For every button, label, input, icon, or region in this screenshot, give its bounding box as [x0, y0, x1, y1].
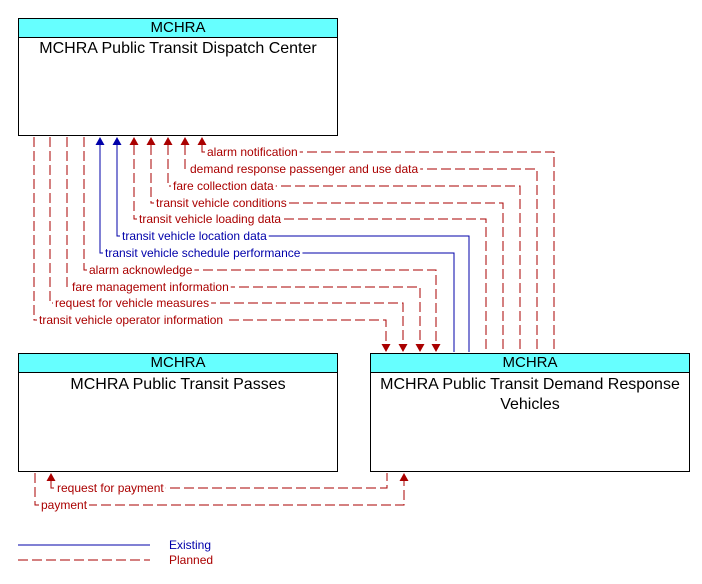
- flow-line: [49, 137, 404, 344]
- flow-line: [133, 145, 487, 352]
- arrow-head: [197, 137, 207, 145]
- flow-request-for-vehicle-measures: request for vehicle measures: [49, 137, 408, 352]
- flow-label-bg: [103, 246, 303, 259]
- flow-line: [201, 145, 555, 352]
- arrow-head: [399, 473, 409, 481]
- demand-response-vehicles-header: MCHRA: [371, 354, 689, 373]
- flow-payment: payment: [34, 473, 409, 512]
- flow-label-bg: [87, 263, 195, 276]
- flow-label-bg: [120, 229, 269, 242]
- flow-line: [66, 137, 421, 344]
- legend-existing-label: Existing: [169, 538, 212, 552]
- flow-alarm-notification: alarm notification: [197, 137, 555, 352]
- flow-label: request for payment: [57, 481, 164, 495]
- flow-label-bg: [205, 145, 300, 158]
- flow-fare-management-information: fare management information: [66, 137, 425, 352]
- flow-lines: alarm notification demand response passen…: [33, 137, 555, 512]
- arrow-head: [381, 344, 391, 352]
- flow-label-bg: [55, 481, 166, 494]
- flow-label-bg: [70, 280, 231, 293]
- flow-fare-collection-data: fare collection data: [163, 137, 521, 352]
- legend-planned-label: Planned: [169, 553, 214, 567]
- flow-label: alarm notification: [207, 145, 298, 159]
- dispatch-center-box: MCHRA MCHRA Public Transit Dispatch Cent…: [18, 18, 338, 136]
- flow-alarm-acknowledge: alarm acknowledge: [83, 137, 441, 352]
- arrow-head: [415, 344, 425, 352]
- flow-label-bg: [171, 179, 276, 192]
- arrow-head: [431, 344, 441, 352]
- flow-label: transit vehicle schedule performance: [105, 246, 301, 260]
- arrow-head: [95, 137, 105, 145]
- arrow-head: [129, 137, 139, 145]
- flow-label-bg: [154, 196, 289, 209]
- demand-response-vehicles-box: MCHRA MCHRA Public Transit Demand Respon…: [370, 353, 690, 472]
- legend: [18, 544, 150, 561]
- flow-label: alarm acknowledge: [89, 263, 193, 277]
- flow-label: request for vehicle measures: [55, 296, 209, 310]
- flow-label-bg: [188, 162, 421, 175]
- flow-line: [83, 137, 437, 344]
- flow-request-for-payment: request for payment: [46, 473, 388, 495]
- flow-transit-vehicle-location-data: transit vehicle location data: [112, 137, 470, 352]
- flow-line: [167, 145, 521, 352]
- flow-transit-vehicle-operator-information: transit vehicle operator information: [33, 137, 391, 352]
- flow-transit-vehicle-schedule-performance: transit vehicle schedule performance: [95, 137, 455, 352]
- flow-label: transit vehicle conditions: [156, 196, 287, 210]
- arrow-head: [46, 473, 56, 481]
- arrow-head: [180, 137, 190, 145]
- arrow-head: [398, 344, 408, 352]
- transit-passes-box: MCHRA MCHRA Public Transit Passes: [18, 353, 338, 472]
- arrow-head: [146, 137, 156, 145]
- transit-passes-title: MCHRA Public Transit Passes: [70, 376, 286, 393]
- flow-line: [116, 145, 470, 352]
- flow-line: [50, 473, 388, 489]
- flow-label-bg: [137, 212, 284, 225]
- flow-label: demand response passenger and use data: [190, 162, 418, 176]
- flow-transit-vehicle-loading-data: transit vehicle loading data: [129, 137, 487, 352]
- flow-line: [150, 145, 504, 352]
- dispatch-center-header: MCHRA: [19, 19, 337, 38]
- flow-label: fare management information: [72, 280, 229, 294]
- transit-passes-header: MCHRA: [19, 354, 337, 373]
- flow-label: transit vehicle operator information: [39, 313, 223, 327]
- dispatch-center-title: MCHRA Public Transit Dispatch Center: [39, 40, 317, 57]
- flow-label: fare collection data: [173, 179, 274, 193]
- arrow-head: [112, 137, 122, 145]
- demand-response-vehicles-title: MCHRA Public Transit Demand Response Veh…: [380, 376, 680, 413]
- flow-line: [34, 473, 405, 506]
- flow-label-bg: [39, 498, 90, 511]
- flow-demand-response-passenger-and-use-data: demand response passenger and use data: [180, 137, 538, 352]
- flow-transit-vehicle-conditions: transit vehicle conditions: [146, 137, 504, 352]
- flow-label-bg: [37, 313, 226, 326]
- flow-label: payment: [41, 498, 88, 512]
- flow-label: transit vehicle location data: [122, 229, 267, 243]
- flow-label: transit vehicle loading data: [139, 212, 281, 226]
- arrow-head: [163, 137, 173, 145]
- flow-label-bg: [53, 296, 212, 309]
